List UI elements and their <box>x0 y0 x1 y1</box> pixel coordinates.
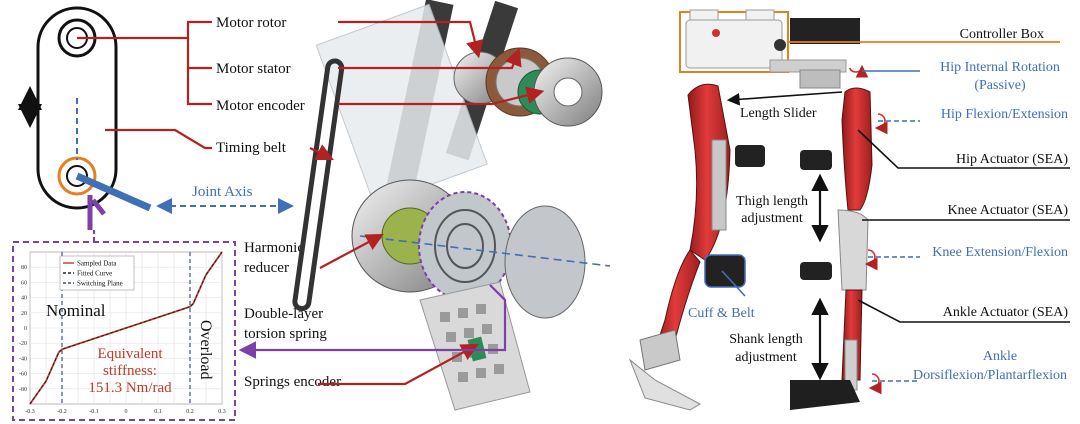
schematic-leader-lines <box>77 20 212 242</box>
ankle-actuator-label: Ankle Actuator (SEA) <box>943 305 1069 320</box>
y-tick-label: 80 <box>21 265 27 271</box>
x-tick-label: 0.2 <box>186 409 194 415</box>
x-tick-label: -0.3 <box>25 409 35 415</box>
shank-length-label-2: adjustment <box>735 350 797 365</box>
y-tick-label: 0 <box>24 326 27 332</box>
hip-flexion-icon <box>874 113 888 135</box>
stiffness-line-2: stiffness: <box>103 363 157 379</box>
harmonic-reducer-label-2: reducer <box>244 260 289 276</box>
chart-ticks: -0.3 -0.2 -0.1 0 0.1 0.2 0.3 80 60 40 20 0 -20 -40 -60… <box>19 265 226 415</box>
y-tick-label: 40 <box>21 296 27 302</box>
legend-fitted: Fitted Curve <box>77 270 112 278</box>
hip-actuator-label: Hip Actuator (SEA) <box>956 152 1068 167</box>
right-leg-render <box>790 87 873 410</box>
y-tick-label: -40 <box>19 356 27 362</box>
hip-rotation-label-2: (Passive) <box>974 78 1026 93</box>
motor-rotor-label: Motor rotor <box>216 15 286 31</box>
stiffness-line-1: Equivalent <box>98 346 164 362</box>
actuator-exploded-render <box>292 0 611 411</box>
fitted-curve-line <box>29 251 223 405</box>
spring-leader-line <box>358 284 507 352</box>
ankle-df-label-2: Dorsiflexion/Plantarflexion <box>913 368 1067 383</box>
ankle-df-label-1: Ankle <box>983 349 1017 364</box>
thigh-length-label-1: Thigh length <box>736 194 808 209</box>
overload-label: Overload <box>197 320 214 380</box>
y-tick-label: 20 <box>21 311 27 317</box>
hip-flexion-label: Hip Flexion/Extension <box>941 107 1068 122</box>
knee-extension-label: Knee Extension/Flexion <box>932 245 1068 260</box>
torsion-spring-label-1: Double-layer <box>244 306 323 322</box>
harmonic-reducer-label-1: Harmonic <box>244 240 304 256</box>
stiffness-chart: -0.3 -0.2 -0.1 0 0.1 0.2 0.3 80 60 40 20 0 -20 -40 -60… <box>12 241 236 421</box>
hip-rotation-label-1: Hip Internal Rotation <box>940 60 1060 75</box>
legend-sampled: Sampled Data <box>77 260 117 268</box>
legend-switching: Switching Plane <box>77 280 123 288</box>
motor-stator-label: Motor stator <box>216 61 291 77</box>
x-tick-label: 0.1 <box>154 409 162 415</box>
belt-schematic <box>36 6 152 230</box>
x-tick-label: -0.2 <box>57 409 67 415</box>
actuator-leader-lines <box>726 91 1070 323</box>
controller-box-label: Controller Box <box>960 27 1044 42</box>
length-slider-label: Length Slider <box>740 106 817 121</box>
y-tick-label: -60 <box>19 372 27 378</box>
chart-series <box>29 251 223 405</box>
timing-belt-label: Timing belt <box>216 140 287 156</box>
joint-leader-lines <box>721 70 920 382</box>
joint-axis-label: Joint Axis <box>192 184 253 200</box>
thigh-length-label-2: adjustment <box>741 211 803 226</box>
hip-rotation-icon <box>849 64 869 78</box>
y-tick-label: -20 <box>19 341 27 347</box>
stiffness-line-3: 151.3 Nm/rad <box>88 380 172 396</box>
torsion-spring-label-2: torsion spring <box>244 326 327 342</box>
rotation-indicators <box>849 64 888 395</box>
x-tick-label: 0.3 <box>218 409 226 415</box>
knee-actuator-label: Knee Actuator (SEA) <box>947 203 1068 218</box>
y-tick-label: -80 <box>19 387 27 393</box>
y-tick-label: 60 <box>21 280 27 286</box>
ankle-flexion-icon <box>868 373 882 395</box>
chart-legend: Sampled Data Fitted Curve Switching Plan… <box>59 255 135 291</box>
knee-flexion-icon <box>864 249 878 271</box>
motor-encoder-label: Motor encoder <box>216 98 305 114</box>
controller-box-render <box>679 9 860 89</box>
x-tick-label: 0 <box>125 409 128 415</box>
springs-encoder-label: Springs encoder <box>244 374 341 390</box>
shank-length-label-1: Shank length <box>729 332 803 347</box>
right-panel: Controller Box Hip Internal Rotation (Pa… <box>628 9 1070 411</box>
left-leg-render <box>628 83 765 411</box>
cuff-belt-label: Cuff & Belt <box>688 306 755 321</box>
x-tick-label: -0.1 <box>89 409 99 415</box>
render-leader-lines <box>309 20 545 386</box>
nominal-label: Nominal <box>46 301 106 320</box>
switching-plane-lines <box>61 252 191 404</box>
left-panel: Joint Axis Motor rotor Motor stator Moto… <box>12 0 611 421</box>
